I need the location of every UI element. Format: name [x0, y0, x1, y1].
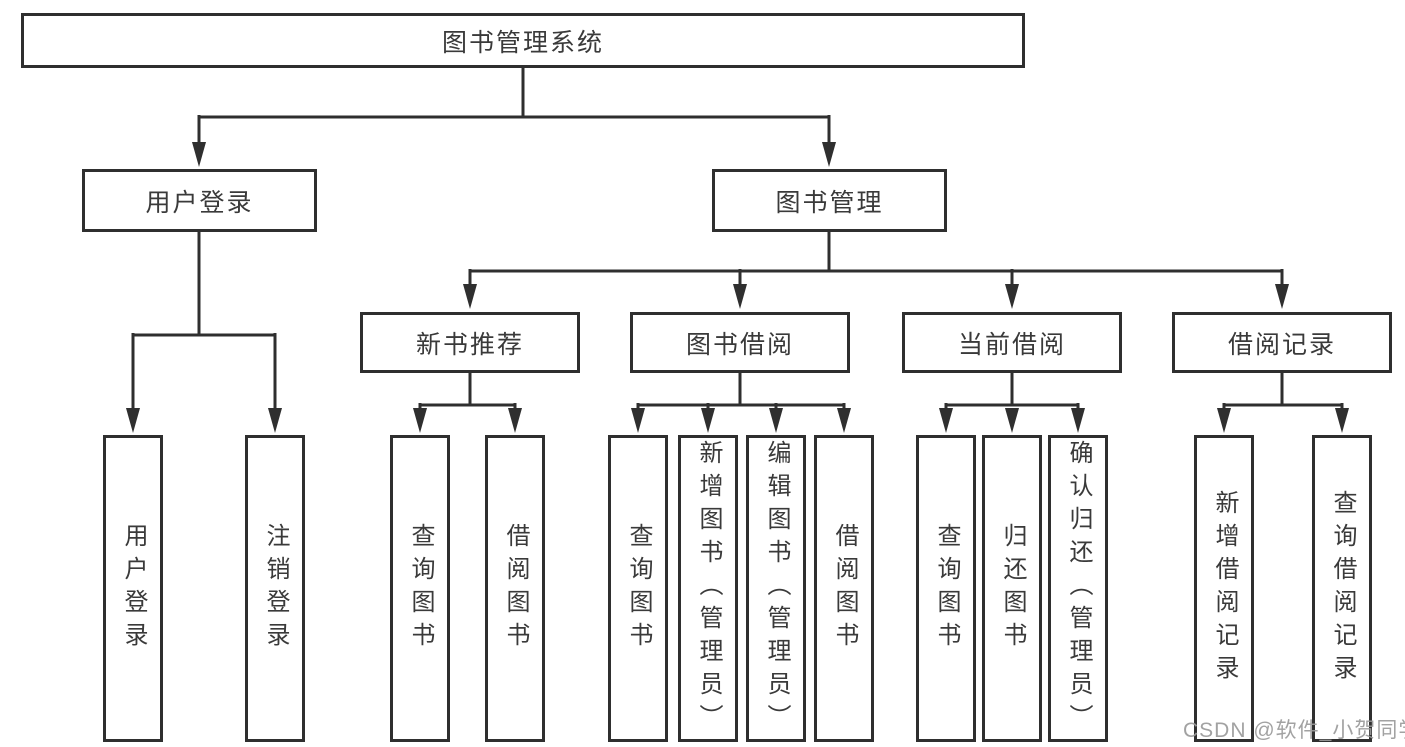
arrowhead: [822, 142, 836, 167]
leaf-borrow-add-books-admin: 新增图书（管理员）: [678, 435, 738, 742]
leaf-borrow-borrow-books: 借阅图书: [814, 435, 874, 742]
arrowhead: [1335, 408, 1349, 433]
node-borrowing-records: 借阅记录: [1172, 312, 1392, 373]
leaf-records-query-record: 查询借阅记录: [1312, 435, 1372, 742]
node-book-management: 图书管理: [712, 169, 947, 232]
arrowhead: [508, 408, 522, 433]
node-current-borrowing: 当前借阅: [902, 312, 1122, 373]
node-label: 查询图书: [407, 522, 434, 655]
wire-records-to-leaves: [1222, 373, 1344, 413]
node-label: 图书借阅: [685, 330, 794, 359]
leaf-user-login: 用户登录: [103, 435, 163, 742]
arrowheads: [126, 142, 1349, 433]
csdn-watermark: CSDN @软件_小贺同学: [1183, 719, 1405, 742]
arrowhead: [463, 284, 477, 309]
node-label: 新增图书（管理员）: [695, 440, 722, 737]
wire-root-to-level1: [197, 68, 831, 145]
node-label: 图书管理: [775, 188, 884, 217]
arrowhead: [769, 408, 783, 433]
leaf-current-query-books: 查询图书: [916, 435, 976, 742]
leaf-records-add-record: 新增借阅记录: [1194, 435, 1254, 742]
node-label: 查询图书: [933, 522, 960, 655]
leaf-newbook-borrow-books: 借阅图书: [485, 435, 545, 742]
wire-bookmgmt-to-level2: [468, 232, 1284, 288]
node-label: 确认归还（管理员）: [1065, 440, 1092, 737]
leaf-borrow-query-books: 查询图书: [608, 435, 668, 742]
leaf-borrow-edit-books-admin: 编辑图书（管理员）: [746, 435, 806, 742]
node-label: 用户登录: [120, 522, 147, 655]
node-label: 注销登录: [262, 522, 289, 655]
arrowhead: [1071, 408, 1085, 433]
node-label: 查询图书: [625, 522, 652, 655]
node-label: 用户登录: [145, 188, 254, 217]
arrowhead: [837, 408, 851, 433]
node-label: 新书推荐: [415, 330, 524, 359]
node-new-book-recommendation: 新书推荐: [360, 312, 580, 373]
arrowhead: [413, 408, 427, 433]
node-user-login: 用户登录: [82, 169, 317, 232]
arrowhead: [701, 408, 715, 433]
node-label: 编辑图书（管理员）: [763, 440, 790, 737]
node-library-management-system: 图书管理系统: [21, 13, 1025, 68]
leaf-newbook-query-books: 查询图书: [390, 435, 450, 742]
arrowhead: [126, 408, 140, 433]
node-label: 新增借阅记录: [1211, 489, 1238, 688]
node-label: 当前借阅: [957, 330, 1066, 359]
leaf-logout: 注销登录: [245, 435, 305, 742]
arrowhead: [192, 142, 206, 167]
leaf-current-return-books: 归还图书: [982, 435, 1042, 742]
arrowhead: [733, 284, 747, 309]
arrowhead: [268, 408, 282, 433]
arrowhead: [1005, 284, 1019, 309]
node-label: 归还图书: [999, 522, 1026, 655]
leaf-current-confirm-return-admin: 确认归还（管理员）: [1048, 435, 1108, 742]
arrowhead: [939, 408, 953, 433]
wire-userlogin-to-leaves: [131, 232, 277, 412]
wire-newbook-to-leaves: [418, 373, 517, 413]
arrowhead: [631, 408, 645, 433]
wire-currentborrow-to-leaves: [944, 373, 1080, 413]
node-book-borrowing: 图书借阅: [630, 312, 850, 373]
node-label: 图书管理系统: [441, 28, 604, 57]
arrowhead: [1217, 408, 1231, 433]
node-label: 借阅图书: [831, 522, 858, 655]
node-label: 查询借阅记录: [1329, 489, 1356, 688]
node-label: 借阅记录: [1227, 330, 1336, 359]
wire-bookborrow-to-leaves: [636, 373, 846, 413]
arrowhead: [1275, 284, 1289, 309]
arrowhead: [1005, 408, 1019, 433]
node-label: 借阅图书: [502, 522, 529, 655]
